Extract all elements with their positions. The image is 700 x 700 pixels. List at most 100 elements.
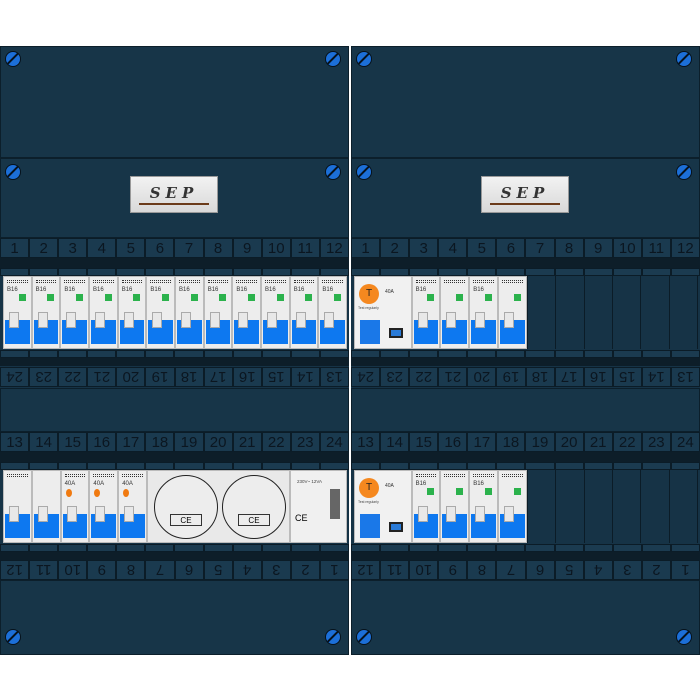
- ce-mark: CE: [294, 513, 308, 523]
- switch-toggle[interactable]: [5, 506, 30, 538]
- circuit-number: 14: [641, 367, 671, 387]
- test-button[interactable]: T: [359, 284, 379, 304]
- breaker-toggle[interactable]: [148, 312, 174, 344]
- circuit-number: 12: [0, 560, 30, 580]
- breaker-toggle[interactable]: [33, 312, 59, 344]
- circuit-number: 24: [319, 432, 349, 452]
- circuit-breaker[interactable]: B16: [31, 276, 61, 349]
- empty-slot: [670, 276, 699, 349]
- screw-icon[interactable]: [676, 51, 692, 67]
- screw-icon[interactable]: [356, 629, 372, 645]
- rcbo-rating: 40A: [122, 481, 133, 487]
- screw-icon[interactable]: [356, 164, 372, 180]
- screw-icon[interactable]: [676, 629, 692, 645]
- circuit-breaker[interactable]: B16: [318, 276, 348, 349]
- circuit-breaker[interactable]: B16: [89, 276, 118, 349]
- breaker-toggle[interactable]: [442, 312, 468, 344]
- circuit-breaker[interactable]: [440, 470, 470, 543]
- breaker-toggle[interactable]: [291, 312, 317, 344]
- status-indicator-icon: [190, 294, 198, 301]
- breaker-rating: B16: [293, 287, 305, 293]
- circuit-breaker[interactable]: [497, 470, 527, 543]
- rcbo[interactable]: 40A: [89, 470, 119, 543]
- breaker-toggle[interactable]: [119, 312, 145, 344]
- breaker-toggle[interactable]: [5, 312, 30, 344]
- brand-mark: [64, 474, 86, 477]
- strip-segment: [438, 350, 468, 358]
- rcbo-toggle[interactable]: [91, 506, 117, 538]
- circuit-breaker[interactable]: B16: [289, 276, 319, 349]
- circuit-number: 9: [438, 560, 468, 580]
- test-button[interactable]: [123, 489, 130, 497]
- brand-mark: [7, 474, 28, 477]
- breaker-toggle[interactable]: [91, 312, 116, 344]
- screw-icon[interactable]: [325, 629, 341, 645]
- breaker-toggle[interactable]: [442, 506, 468, 538]
- circuit-number: 18: [145, 432, 175, 452]
- rcbo[interactable]: 40A: [118, 470, 147, 543]
- screw-icon[interactable]: [5, 51, 21, 67]
- status-indicator-icon: [513, 488, 521, 495]
- circuit-breaker[interactable]: B16: [469, 276, 498, 349]
- breaker-toggle[interactable]: [413, 312, 439, 344]
- screw-icon[interactable]: [356, 51, 372, 67]
- brand-mark: [293, 280, 315, 283]
- rcd-toggle[interactable]: [360, 320, 380, 344]
- screw-icon[interactable]: [5, 164, 21, 180]
- circuit-breaker[interactable]: [497, 276, 527, 349]
- circuit-breaker[interactable]: B16: [60, 276, 90, 349]
- circuit-breaker[interactable]: B16: [117, 276, 147, 349]
- circuit-number: 1: [670, 560, 700, 580]
- screw-icon[interactable]: [325, 164, 341, 180]
- circuit-number: 1: [351, 238, 381, 258]
- screw-icon[interactable]: [5, 629, 21, 645]
- circuit-breaker[interactable]: B16: [146, 276, 176, 349]
- breaker-toggle[interactable]: [177, 312, 202, 344]
- psu-switch[interactable]: [330, 489, 340, 519]
- status-indicator-icon: [276, 294, 284, 301]
- breaker-toggle[interactable]: [320, 312, 346, 344]
- aux-toggle[interactable]: [33, 506, 59, 538]
- circuit-number: 7: [525, 238, 555, 258]
- circuit-breaker[interactable]: B16: [469, 470, 498, 543]
- breaker-toggle[interactable]: [263, 312, 288, 344]
- rcbo-toggle[interactable]: [120, 506, 145, 538]
- breaker-toggle[interactable]: [413, 506, 439, 538]
- circuit-breaker[interactable]: [440, 276, 470, 349]
- rcbo[interactable]: 40A: [60, 470, 90, 543]
- status-indicator-icon: [427, 488, 435, 495]
- circuit-breaker[interactable]: B16: [175, 276, 204, 349]
- screw-icon[interactable]: [325, 51, 341, 67]
- test-button[interactable]: [94, 489, 101, 497]
- main-switch[interactable]: [3, 470, 32, 543]
- breaker-toggle[interactable]: [471, 312, 496, 344]
- breaker-toggle[interactable]: [499, 506, 525, 538]
- circuit-number: 6: [525, 560, 555, 580]
- circuit-number: 13: [319, 367, 349, 387]
- circuit-breaker[interactable]: B16: [411, 470, 441, 543]
- test-button[interactable]: [65, 489, 72, 497]
- circuit-breaker[interactable]: B16: [3, 276, 32, 349]
- breaker-toggle[interactable]: [62, 312, 88, 344]
- circuit-breaker[interactable]: B16: [411, 276, 441, 349]
- screw-icon[interactable]: [676, 164, 692, 180]
- status-indicator-icon: [484, 294, 492, 301]
- circuit-breaker[interactable]: B16: [203, 276, 233, 349]
- circuit-breaker[interactable]: B16: [261, 276, 290, 349]
- breaker-toggle[interactable]: [499, 312, 525, 344]
- breaker-toggle[interactable]: [234, 312, 260, 344]
- bottom-cover: [0, 580, 349, 655]
- rcd-switch[interactable]: [389, 328, 403, 338]
- rcbo-toggle[interactable]: [62, 506, 88, 538]
- rcd-toggle[interactable]: [360, 514, 380, 538]
- breaker-toggle[interactable]: [471, 506, 496, 538]
- circuit-number: 13: [351, 432, 381, 452]
- rcd-switch[interactable]: [389, 522, 403, 532]
- circuit-breaker[interactable]: B16: [232, 276, 262, 349]
- breaker-toggle[interactable]: [205, 312, 231, 344]
- test-button[interactable]: T: [359, 478, 379, 498]
- rail-strip: [351, 350, 700, 358]
- status-indicator-icon: [513, 294, 521, 301]
